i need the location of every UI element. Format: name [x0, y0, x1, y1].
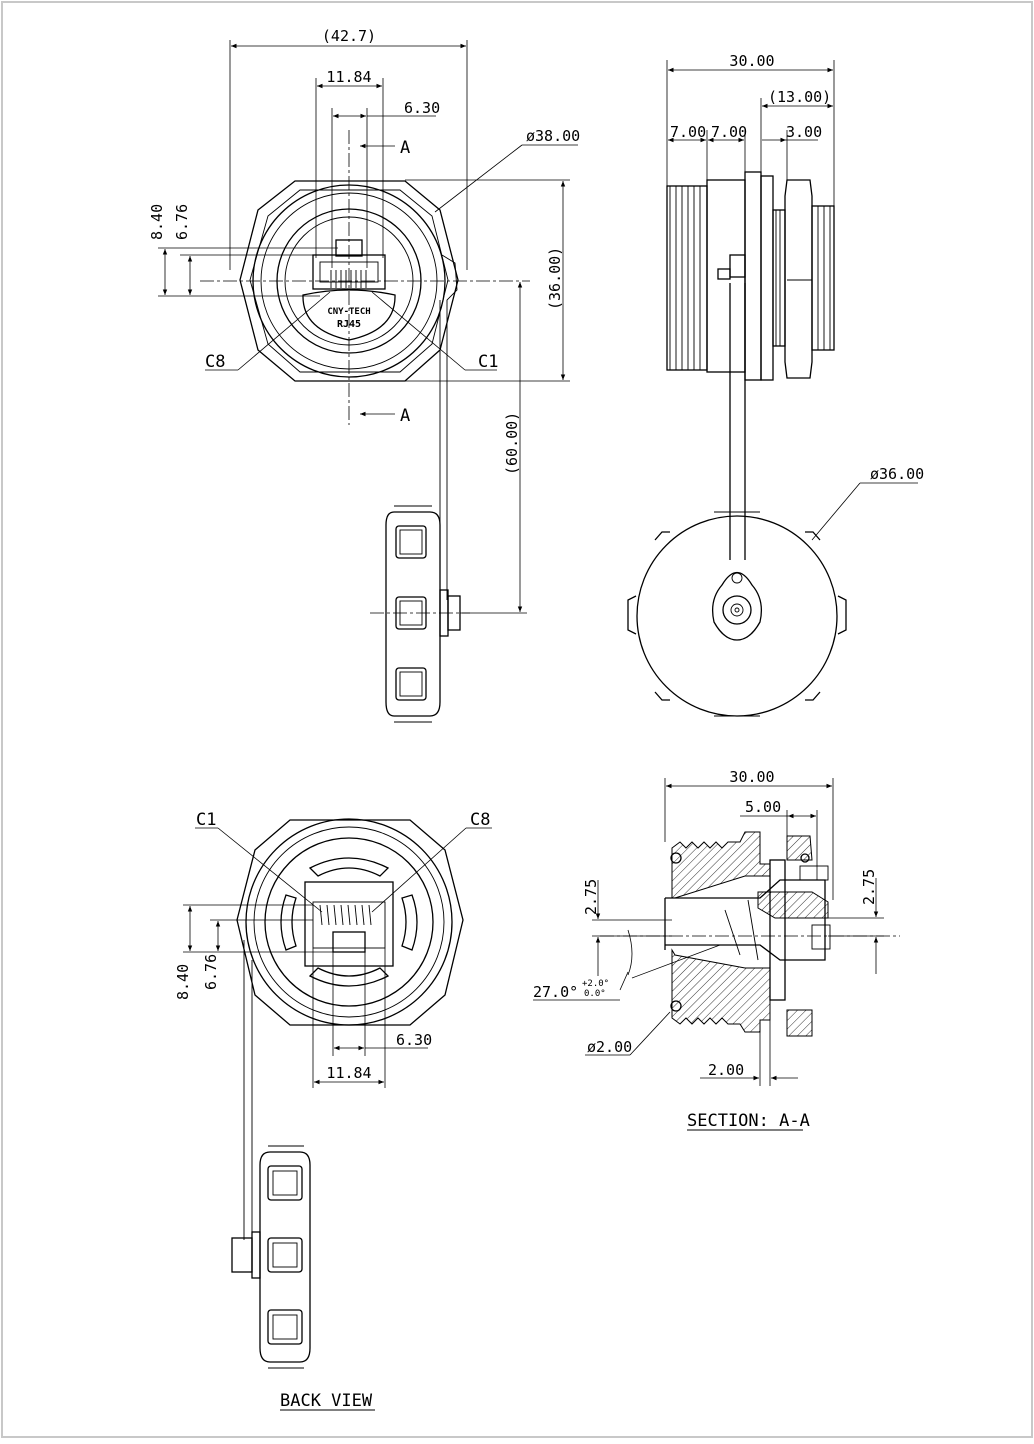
pin-label-c8-front: C8	[205, 352, 225, 372]
dim-back-jack-inner: 6.30	[396, 1031, 432, 1049]
dim-section-angle: 27.0°	[533, 983, 578, 1001]
dim-back-height-a: 8.40	[174, 964, 192, 1000]
dim-jack-inner: 6.30	[404, 99, 440, 117]
dim-section-angle-tol-upper: +2.0°	[582, 979, 609, 989]
dim-height-a: 8.40	[148, 204, 166, 240]
back-view-title: BACK VIEW	[280, 1391, 373, 1411]
section-marker-top: A	[400, 138, 410, 158]
dim-nut-part: (13.00)	[768, 88, 831, 106]
side-cap: ø36.00	[627, 465, 924, 717]
front-view: CNY-TECH RJ45 A A (42.7) 11.84	[148, 27, 580, 620]
front-rj45-contacts	[330, 270, 367, 288]
front-label-plate	[302, 289, 396, 341]
dim-section-gap: 2.00	[708, 1061, 744, 1079]
dim-thread-a: 7.00	[670, 123, 706, 141]
dim-hex-height: (36.00)	[546, 247, 564, 310]
dim-overall-width: (42.7)	[322, 27, 376, 45]
dim-thread-b: 7.00	[711, 123, 747, 141]
back-rj45-jack	[304, 881, 394, 967]
section-a-a: 30.00 5.00 2.75 2.75 27.0° +2.0° 0.0° ø2…	[533, 768, 900, 1086]
dim-back-height-b: 6.76	[202, 954, 220, 990]
front-cap-side	[370, 505, 470, 723]
side-view: 30.00 (13.00) 7.00 7.00 3.00	[666, 52, 835, 560]
front-lanyard	[441, 254, 458, 600]
dim-section-offset-right: 2.75	[860, 869, 878, 905]
dim-section-angle-tol-lower: 0.0°	[584, 989, 606, 999]
dim-section-length: 30.00	[729, 768, 774, 786]
dim-section-offset-left: 2.75	[582, 879, 600, 915]
dim-cap-dia: ø36.00	[870, 465, 924, 483]
dim-body-dia: ø38.00	[526, 127, 580, 145]
dim-jack-width: 11.84	[326, 68, 371, 86]
dim-section-insert: 5.00	[745, 798, 781, 816]
dim-cap-offset: (60.00)	[503, 412, 521, 475]
back-hex-nut	[236, 819, 464, 1026]
back-rj45-contacts	[319, 904, 372, 926]
back-view: C1 C8 8.40 6.76 6.30 11.84	[174, 810, 492, 1240]
pin-label-c1-back: C1	[196, 810, 216, 830]
dim-back-jack-width: 11.84	[326, 1064, 371, 1082]
section-marker-bottom: A	[400, 406, 410, 426]
dim-height-b: 6.76	[173, 204, 191, 240]
brand-text: CNY-TECH	[327, 307, 370, 317]
dim-side-length: 30.00	[729, 52, 774, 70]
dim-nut-thk: 3.00	[786, 123, 822, 141]
dim-section-oring: ø2.00	[587, 1038, 632, 1056]
pin-label-c8-back: C8	[470, 810, 490, 830]
section-title: SECTION: A-A	[687, 1111, 810, 1131]
back-cap-side	[231, 1145, 311, 1369]
pin-label-c1-front: C1	[478, 352, 498, 372]
